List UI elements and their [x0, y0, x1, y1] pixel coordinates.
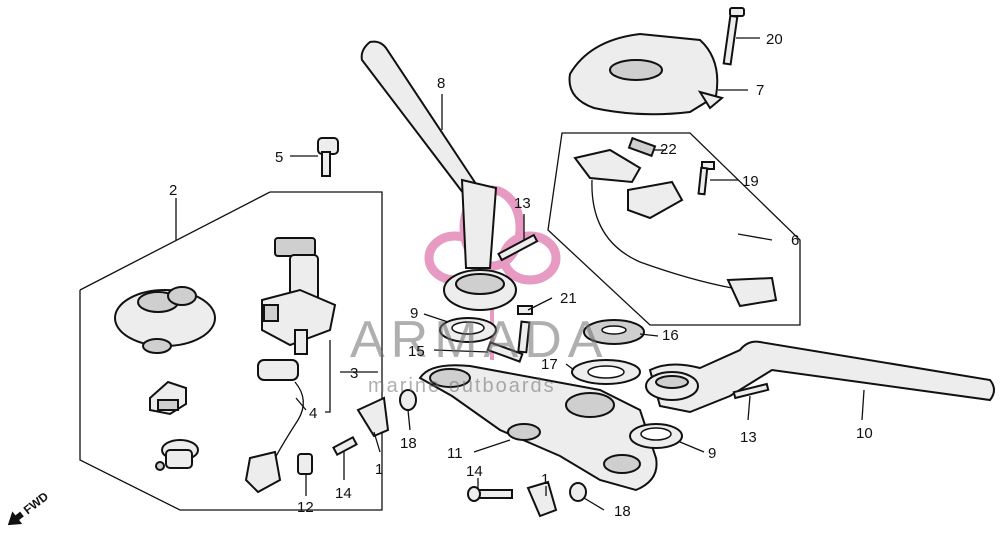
ignition-switch-part — [261, 237, 337, 355]
bolt-19-part — [697, 161, 715, 196]
callout-8: 8 — [437, 75, 445, 92]
callout-12: 12 — [297, 499, 314, 516]
callout-18b: 18 — [614, 503, 631, 520]
ignition-group-box — [79, 191, 383, 511]
lock-cylinder-part — [155, 439, 199, 471]
meter-harness-part — [573, 136, 778, 308]
callout-14a: 14 — [335, 485, 352, 502]
callout-15: 15 — [408, 343, 425, 360]
fwd-direction-indicator: FWD — [7, 489, 51, 526]
callout-5: 5 — [275, 149, 283, 166]
bolt-13b-part — [732, 382, 770, 400]
callout-6: 6 — [791, 232, 799, 249]
left-handlebar-part — [360, 40, 517, 311]
switch-harness-part — [244, 359, 304, 494]
bolt-15-part — [486, 341, 524, 363]
callout-3: 3 — [350, 365, 358, 382]
ring-9b-part — [629, 423, 683, 449]
right-handlebar-part — [645, 340, 995, 414]
callout-10: 10 — [856, 425, 873, 442]
bolt-12-part — [297, 453, 313, 475]
bolt-14a-part — [332, 435, 358, 457]
callout-21: 21 — [560, 290, 577, 307]
callout-13a: 13 — [514, 195, 531, 212]
bolt-13a-part — [497, 233, 539, 262]
fwd-arrow-icon — [7, 511, 24, 526]
meter-cover-part — [568, 32, 725, 116]
clip-1b-part — [526, 480, 558, 518]
callout-9b: 9 — [708, 445, 716, 462]
callout-13b: 13 — [740, 429, 757, 446]
bolt-21-part — [517, 305, 533, 354]
bolt-14b-part — [467, 486, 513, 502]
meter-group-box — [547, 132, 801, 326]
watermark-brand: ARMADA — [350, 311, 608, 369]
callout-20: 20 — [766, 31, 783, 48]
callout-17: 17 — [541, 356, 558, 373]
nut-18b-part — [569, 482, 587, 502]
callout-9a: 9 — [410, 305, 418, 322]
callout-16: 16 — [662, 327, 679, 344]
ignition-key-part — [317, 137, 339, 177]
callout-1b: 1 — [541, 471, 549, 488]
ring-9a-part — [439, 317, 497, 343]
ring-16-part — [583, 319, 645, 345]
ignition-cover-part — [114, 286, 216, 354]
watermark-tagline: marine outboards — [368, 375, 556, 397]
switch-bracket-part — [149, 380, 187, 416]
ring-17-part — [571, 359, 641, 385]
leader-lines — [175, 37, 865, 511]
top-bridge-part — [418, 364, 658, 492]
bolt-20-part — [722, 7, 745, 66]
callout-4: 4 — [309, 405, 317, 422]
callout-1a: 1 — [375, 461, 383, 478]
clip-1a-part — [356, 396, 390, 438]
fwd-label: FWD — [21, 489, 51, 517]
callout-11: 11 — [447, 445, 463, 462]
callout-14b: 14 — [466, 463, 483, 480]
callout-2: 2 — [169, 182, 177, 199]
callout-22: 22 — [660, 141, 677, 158]
callout-7: 7 — [756, 82, 764, 99]
callout-18a: 18 — [400, 435, 417, 452]
callout-19: 19 — [742, 173, 759, 190]
